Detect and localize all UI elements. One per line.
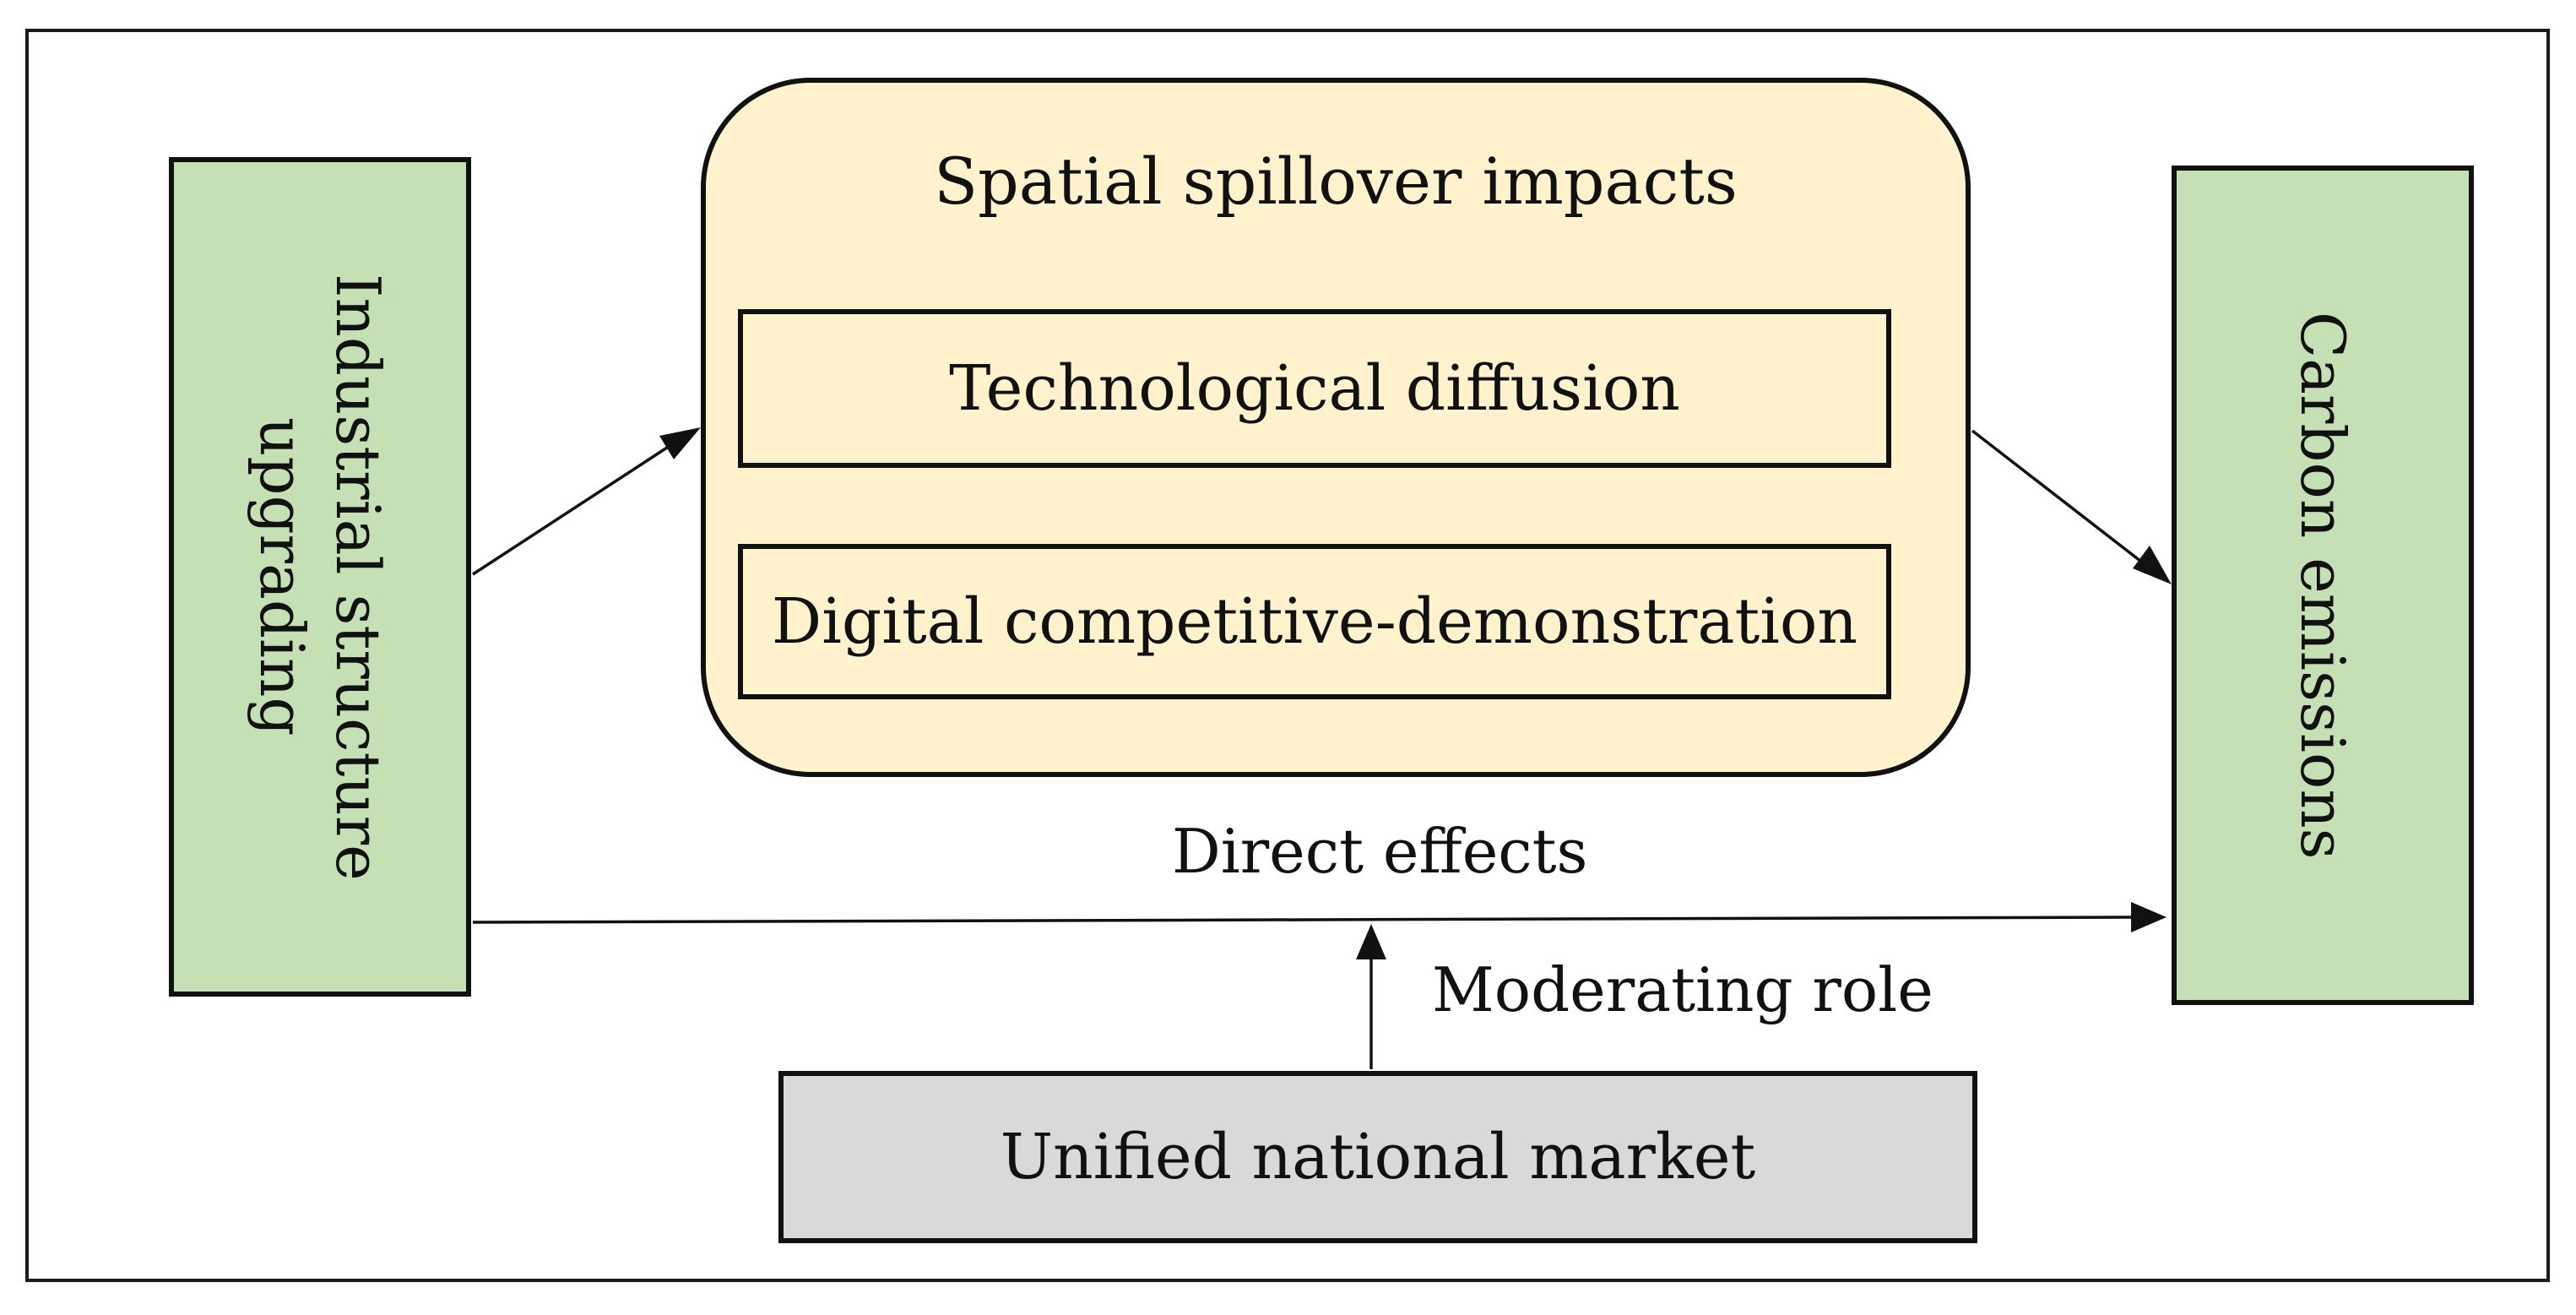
- carbon-emissions-label: Carbon emissions: [2287, 311, 2358, 860]
- unified-national-market-node: Unified national market: [778, 1071, 1977, 1243]
- technological-diffusion-node: Technological diffusion: [738, 309, 1891, 468]
- unified-national-market-label: Unified national market: [1000, 1121, 1756, 1193]
- digital-competitive-demonstration-label: Digital competitive-demonstration: [771, 585, 1858, 658]
- moderating-role-label: Moderating role: [1432, 954, 1933, 1025]
- carbon-emissions-node: Carbon emissions: [2172, 166, 2474, 1005]
- outer-frame: [25, 29, 2550, 1282]
- digital-competitive-demonstration-node: Digital competitive-demonstration: [738, 544, 1891, 699]
- spillover-title: Spatial spillover impacts: [934, 144, 1738, 219]
- industrial-structure-label: Industrial structure upgrading: [247, 273, 393, 881]
- industrial-structure-node: Industrial structure upgrading: [169, 157, 471, 997]
- direct-effects-label: Direct effects: [1172, 816, 1588, 887]
- technological-diffusion-label: Technological diffusion: [949, 352, 1680, 425]
